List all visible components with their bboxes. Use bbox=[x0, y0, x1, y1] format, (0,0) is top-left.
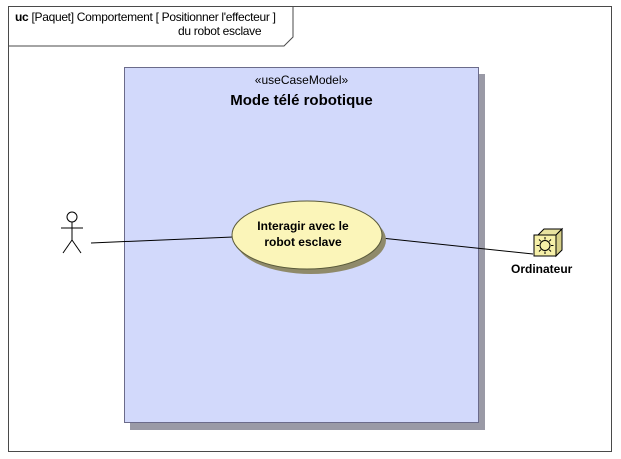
frame-title-line1: [Paquet] Comportement [ Positionner l'ef… bbox=[31, 10, 276, 24]
usecase-ellipse[interactable] bbox=[231, 200, 383, 270]
subject-stereotype: «useCaseModel» bbox=[254, 73, 349, 87]
frame-keyword: uc bbox=[15, 10, 29, 24]
frame-title: uc [Paquet] Comportement [ Positionner l… bbox=[15, 10, 291, 38]
computer-node-icon[interactable] bbox=[533, 227, 564, 258]
association-line-actor[interactable] bbox=[90, 236, 234, 244]
subject-name: Mode télé robotique bbox=[230, 92, 373, 109]
association-line-computer[interactable] bbox=[380, 237, 534, 255]
frame-title-tab: uc [Paquet] Comportement [ Positionner l… bbox=[8, 6, 294, 47]
stick-figure-icon[interactable] bbox=[61, 211, 83, 254]
frame-tab-outline bbox=[8, 6, 294, 47]
frame-title-line2: du robot esclave bbox=[178, 24, 262, 38]
computer-actor-label: Ordinateur bbox=[511, 262, 573, 276]
usecase-label: Interagir avec le robot esclave bbox=[244, 218, 362, 250]
usecase-label-line2: robot esclave bbox=[264, 235, 342, 249]
usecase-label-line1: Interagir avec le bbox=[257, 219, 349, 233]
